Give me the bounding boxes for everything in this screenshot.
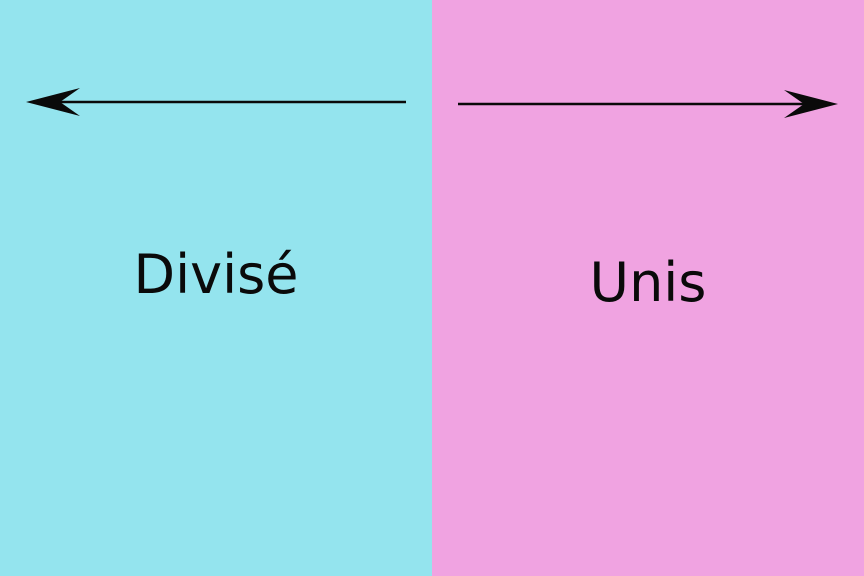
right-label: Unis xyxy=(589,251,707,314)
arrow-right-icon xyxy=(458,90,838,118)
left-panel: Divisé xyxy=(0,0,432,576)
arrow-left-icon xyxy=(26,88,406,116)
left-label: Divisé xyxy=(133,243,299,306)
right-panel: Unis xyxy=(432,0,864,576)
